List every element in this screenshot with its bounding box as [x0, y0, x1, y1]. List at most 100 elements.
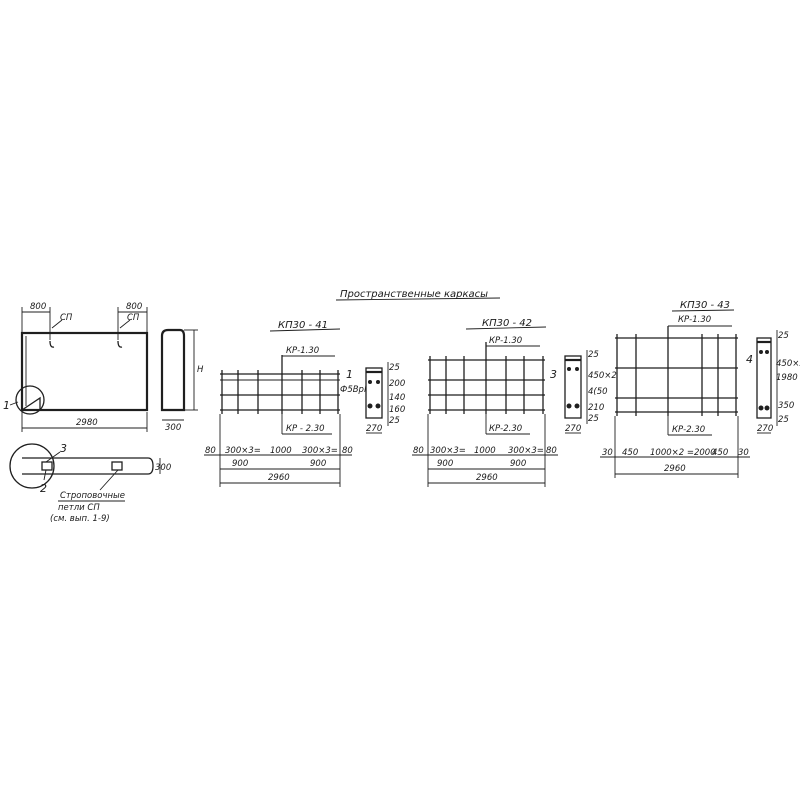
section-outline — [22, 457, 154, 475]
frame-2-rebar — [566, 403, 572, 409]
corner-detail — [19, 396, 41, 411]
loop-label-left: СП — [60, 313, 73, 323]
drawing-title: Пространственные каркасы — [335, 289, 501, 301]
callout-leader-1 — [9, 401, 19, 406]
frame-2-subdim: 900 — [510, 459, 526, 469]
frame-2-title-underline — [465, 326, 547, 330]
frame-2-dim: 1000 — [474, 446, 496, 456]
callout-circle-section — [9, 443, 55, 489]
frame-2-rebar — [575, 367, 579, 371]
note-line-3: (см. вып. 1-9) — [50, 514, 110, 524]
note-line-1: Строповочные — [60, 491, 125, 501]
section-thickness: 300 — [155, 463, 171, 473]
frame-2-bottom-mesh: КР-2.30 — [489, 424, 522, 434]
panel-outline — [20, 331, 149, 412]
frame-3-section-width: 270 — [757, 424, 773, 434]
frame-1-title-underline — [269, 328, 341, 332]
frame-kp30-42: КП30 - 42 КР-1.30 КР-2.30 80 300×3= 1000… — [412, 318, 617, 487]
frame-3-section — [756, 337, 772, 419]
frame-3-section-dim: 25 — [778, 331, 789, 341]
frame-1-dim: 80 — [342, 446, 353, 456]
callout-leader-3 — [45, 451, 61, 463]
frame-1-section-dim: 25 — [389, 416, 400, 426]
panel-section-detail: 300 3 2 Строповочные петли СП (см. вып. … — [9, 442, 171, 524]
frame-1-rebar — [367, 403, 373, 409]
frame-2-dim: 300×3= — [508, 446, 544, 456]
callout-1: 1 — [3, 399, 10, 412]
frame-2-section — [564, 355, 582, 419]
frame-3-rebar — [759, 350, 763, 354]
frame-3-rebar — [764, 405, 770, 411]
frame-1-dim: 300×3= — [225, 446, 261, 456]
frame-1-rebar — [368, 380, 372, 384]
frame-2-section-dim: 4(50 — [588, 387, 608, 397]
frame-1-bottom-mesh: КР - 2.30 — [286, 424, 325, 434]
lifting-loop-left — [49, 340, 55, 348]
panel-elevation: 800 800 СП СП 1 2980 — [3, 302, 149, 432]
title-underline — [335, 297, 501, 301]
panel-height: Н — [197, 365, 204, 375]
frame-2-rebar — [574, 403, 580, 409]
frame-3-dim: 450 — [712, 448, 728, 458]
frame-1-section-dim: 200 — [389, 379, 405, 389]
frame-2-section-label: 3 — [550, 368, 557, 381]
frame-3-section-dim: 25 — [778, 415, 789, 425]
frame-3-total: 2960 — [664, 464, 686, 474]
frame-2-dim: 300×3= — [430, 446, 466, 456]
frame-1-subdim: 900 — [232, 459, 248, 469]
side-profile — [160, 328, 186, 412]
panel-side-view: Н 300 — [160, 328, 204, 433]
frame-3-title: КП30 - 43 — [680, 300, 730, 311]
frame-1-subdim: 900 — [310, 459, 326, 469]
note-line-2: петли СП — [58, 503, 100, 513]
frame-3-dim: 30 — [602, 448, 613, 458]
loop-leader-left — [51, 319, 63, 329]
frame-1-rebar — [376, 380, 380, 384]
frame-3-dim: 30 — [738, 448, 749, 458]
frame-3-bottom-mesh: КР-2.30 — [672, 425, 705, 435]
panel-thickness: 300 — [165, 423, 181, 433]
loop-embed-left — [41, 461, 53, 471]
frame-1-dim: 1000 — [270, 446, 292, 456]
frame-1-dim: 300×3= — [302, 446, 338, 456]
frame-3-top-mesh: КР-1.30 — [678, 315, 711, 325]
frame-3-section-dim: 450×3 — [776, 359, 800, 369]
frame-2-dim: 80 — [546, 446, 557, 456]
frame-3-dim: 450 — [622, 448, 638, 458]
loop-label-right: СП — [127, 313, 140, 323]
panel-length: 2980 — [76, 418, 98, 428]
frame-2-section-dim: 450×2 — [588, 371, 617, 381]
frame-3-section-dim: 350 — [778, 401, 794, 411]
loop-embed-right — [111, 461, 123, 471]
frame-1-section-dim: 25 — [389, 363, 400, 373]
frame-1-section — [365, 367, 383, 419]
frame-2-section-dim: 25 — [588, 414, 599, 424]
frame-2-section-width: 270 — [565, 424, 581, 434]
frame-kp30-43: КП30 - 43 КР-1.30 КР-2.30 30 450 1000×2 … — [600, 300, 800, 478]
frame-1-section-dim: 140 — [389, 393, 405, 403]
frame-1-total: 2960 — [268, 473, 290, 483]
frame-2-section-dim: 25 — [588, 350, 599, 360]
frame-3-section-dim: 1980 — [776, 373, 798, 383]
callout-3: 3 — [60, 442, 67, 455]
frame-2-rebar — [567, 367, 571, 371]
frame-2-dim: 80 — [413, 446, 424, 456]
frame-3-title-underline — [671, 309, 735, 312]
frame-3-dim: 1000×2 =2000 — [650, 448, 716, 458]
note-leader — [99, 469, 119, 491]
frame-1-title: КП30 - 41 — [278, 320, 328, 331]
frame-3-rebar — [758, 405, 764, 411]
frame-1-dim: 80 — [205, 446, 216, 456]
frame-1-section-label: 1 — [346, 368, 353, 381]
lifting-loop-right — [117, 340, 123, 348]
callout-leader-2 — [43, 469, 47, 481]
frame-2-subdim: 900 — [437, 459, 453, 469]
frame-2-total: 2960 — [476, 473, 498, 483]
loop-leader-right — [119, 319, 131, 329]
frame-3-section-label: 4 — [746, 353, 753, 366]
callout-2: 2 — [40, 482, 47, 495]
frame-1-rebar — [375, 403, 381, 409]
callout-circle-1 — [15, 385, 45, 415]
frame-1-bar-label: Ф5Врl — [340, 385, 367, 395]
